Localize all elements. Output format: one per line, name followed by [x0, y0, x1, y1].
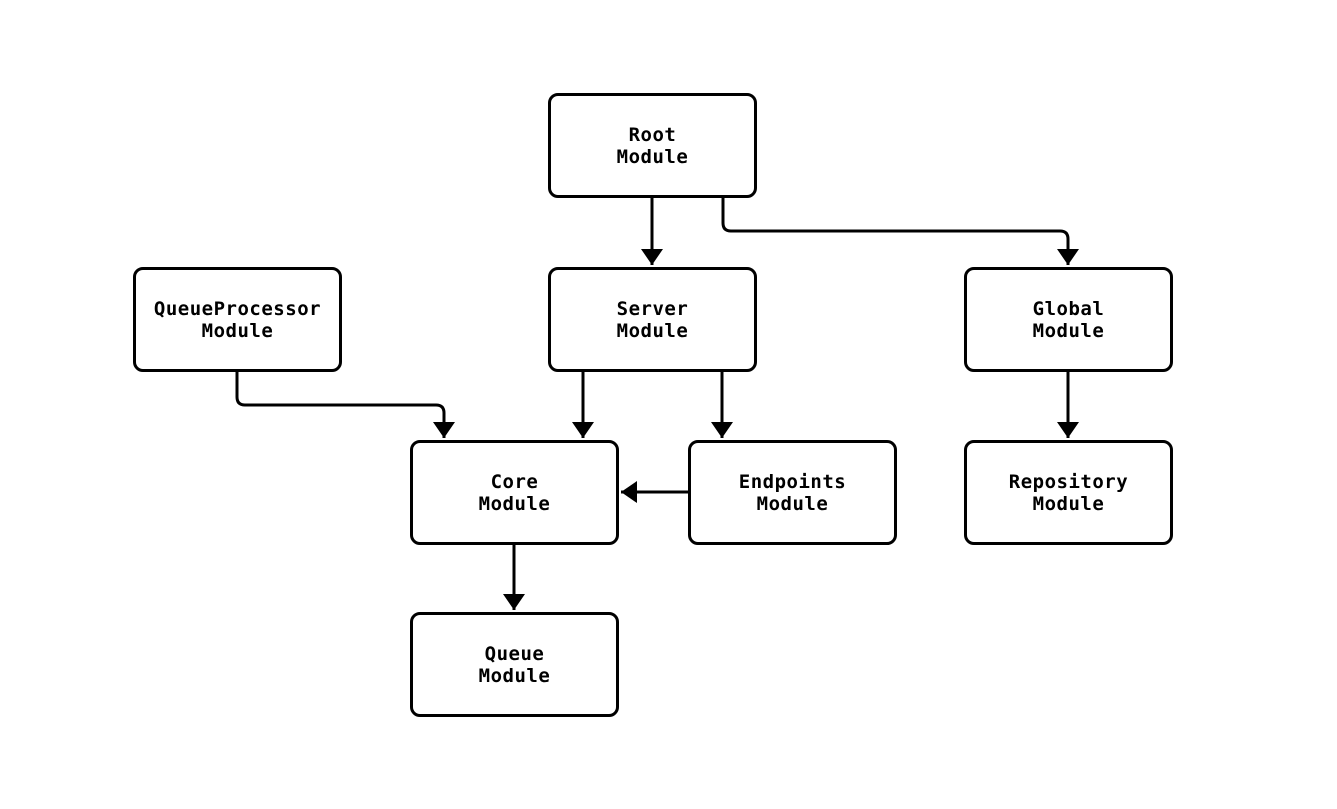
node-root-module: Root Module — [548, 93, 757, 198]
node-queue-module: Queue Module — [410, 612, 619, 717]
node-queue-module-label: Queue Module — [478, 642, 551, 687]
node-core-module-label: Core Module — [478, 470, 551, 515]
node-global-module: Global Module — [964, 267, 1173, 372]
node-server-module-label: Server Module — [616, 297, 689, 342]
node-queueprocessor-module-label: QueueProcessor Module — [153, 297, 322, 342]
edge-queueprocessor-to-core — [235, 372, 455, 438]
node-endpoints-module: Endpoints Module — [688, 440, 897, 545]
node-root-module-label: Root Module — [616, 123, 689, 168]
edge-root-to-global — [721, 198, 1079, 265]
node-core-module: Core Module — [410, 440, 619, 545]
node-server-module: Server Module — [548, 267, 757, 372]
node-queueprocessor-module: QueueProcessor Module — [133, 267, 342, 372]
node-repository-module: Repository Module — [964, 440, 1173, 545]
node-repository-module-label: Repository Module — [1008, 470, 1129, 515]
node-global-module-label: Global Module — [1032, 297, 1105, 342]
node-endpoints-module-label: Endpoints Module — [738, 470, 847, 515]
